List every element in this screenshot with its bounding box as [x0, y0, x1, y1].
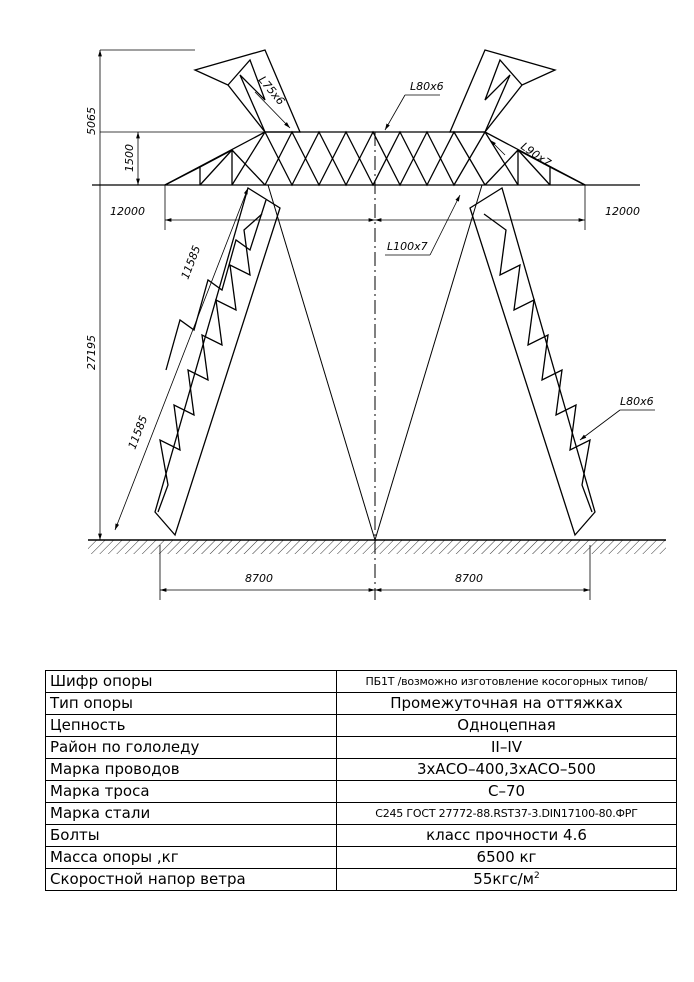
table-row: Цепность Одноцепная	[45, 714, 677, 737]
member-label-l80-top: L80x6	[410, 80, 444, 93]
table-row: Болты класс прочности 4.6	[45, 824, 677, 847]
top-peaks	[193, 49, 557, 133]
left-leg	[154, 186, 281, 537]
tower-drawing: L75x6 L80x6 L90x7 L100x7 L80x6 5065 1500…	[85, 49, 666, 600]
wind-unit-exponent: 2	[533, 871, 540, 881]
param-cell: Марка проводов	[45, 758, 337, 781]
param-cell: Болты	[45, 824, 337, 847]
dim-leg-upper: 11585	[179, 244, 204, 281]
param-cell: Цепность	[45, 714, 337, 737]
table-row: Марка стали С245 ГОСТ 27772-88.RST37-3.D…	[45, 802, 677, 825]
right-leg	[469, 186, 596, 537]
table-row: Тип опоры Промежуточная на оттяжках	[45, 692, 677, 715]
dim-right-span: 12000	[605, 205, 640, 218]
dim-base-right: 8700	[455, 572, 483, 585]
table-row: Масса опоры ,кг 6500 кг	[45, 846, 677, 869]
table-row: Марка троса С–70	[45, 780, 677, 803]
table-row: Марка проводов 3хАСО–400,3хАСО–500	[45, 758, 677, 781]
value-cell: С245 ГОСТ 27772-88.RST37-3.DIN17100-80.Ф…	[336, 802, 677, 825]
value-cell: 6500 кг	[336, 846, 677, 869]
member-label-l80-leg: L80x6	[620, 395, 654, 408]
dim-base-left: 8700	[245, 572, 273, 585]
param-cell: Шифр опоры	[45, 670, 337, 693]
value-cell: С–70	[336, 780, 677, 803]
param-cell: Район по гололеду	[45, 736, 337, 759]
member-label-l100: L100x7	[387, 240, 428, 253]
member-label-l90: L90x7	[518, 140, 553, 170]
value-cell: Промежуточная на оттяжках	[336, 692, 677, 715]
spec-table: Шифр опоры ПБ1Т /возможно изготовление к…	[45, 670, 677, 891]
param-cell: Тип опоры	[45, 692, 337, 715]
param-cell: Марка стали	[45, 802, 337, 825]
guy-lines	[267, 132, 483, 600]
value-cell: 3хАСО–400,3хАСО–500	[336, 758, 677, 781]
dim-beam-height: 1500	[123, 144, 136, 172]
value-cell: II–IV	[336, 736, 677, 759]
table-row: Шифр опоры ПБ1Т /возможно изготовление к…	[45, 670, 677, 693]
value-cell: класс прочности 4.6	[336, 824, 677, 847]
param-cell: Масса опоры ,кг	[45, 846, 337, 869]
dimension-lines	[98, 49, 655, 600]
wind-value: 55кгс/м	[473, 870, 534, 888]
value-cell: Одноцепная	[336, 714, 677, 737]
param-cell: Марка троса	[45, 780, 337, 803]
dim-top-height: 5065	[85, 107, 98, 135]
table-row: Район по гололеду II–IV	[45, 736, 677, 759]
value-cell: ПБ1Т /возможно изготовление косогорных т…	[336, 670, 677, 693]
dim-total-height: 27195	[85, 335, 98, 370]
ground	[88, 539, 666, 554]
value-cell: 55кгс/м2	[336, 868, 677, 891]
table-row: Скоростной напор ветра 55кгс/м2	[45, 868, 677, 891]
crossarm	[92, 130, 640, 187]
dim-left-span: 12000	[110, 205, 145, 218]
dim-leg-lower: 11585	[126, 414, 151, 451]
param-cell: Скоростной напор ветра	[45, 868, 337, 891]
